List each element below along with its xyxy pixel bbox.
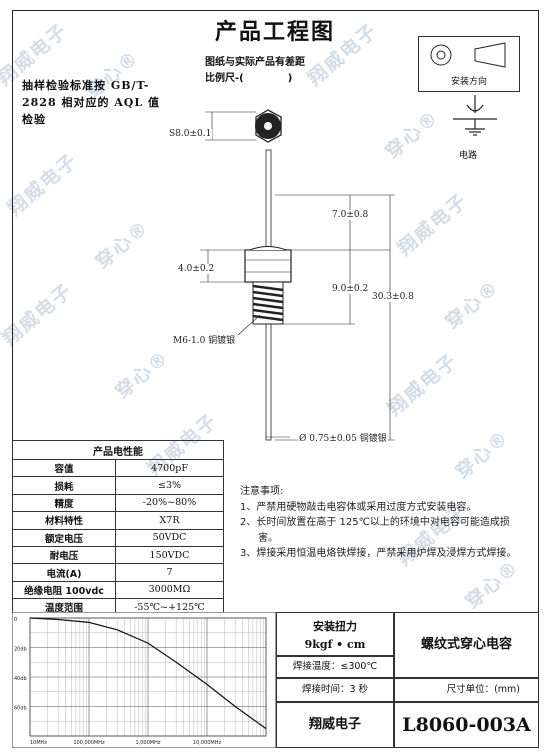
dim-hex: S8.0±0.1 bbox=[168, 129, 213, 139]
scale-close: ) bbox=[287, 73, 293, 84]
notes: 注意事项: 1、严禁用硬物敲击电容体或采用过度方式安装电容。 2、长时间放置在高… bbox=[240, 484, 525, 562]
torque-label: 安装扭力 bbox=[313, 620, 357, 633]
product-name: 螺纹式穿心电容 bbox=[394, 612, 539, 678]
table-row: 损耗≤3% bbox=[12, 476, 224, 495]
scale-label: 比例尺-( bbox=[205, 73, 244, 84]
company-name: 翔威电子 bbox=[276, 702, 394, 748]
torque-value: 9kgf • cm bbox=[304, 638, 366, 651]
dim-hex-height: 4.0±0.2 bbox=[177, 264, 216, 274]
scale-note: 比例尺-() bbox=[205, 69, 292, 84]
chart-y-tick-label: 40db bbox=[14, 676, 27, 682]
chart-y-tick-label: 0 bbox=[14, 617, 17, 623]
drawing-note: 图纸与实际产品有差距 bbox=[205, 57, 305, 68]
note-item: 2、长时间放置在高于 125℃以上的环境中对电容可能造成损害。 bbox=[240, 517, 510, 544]
feedthrough-capacitor-symbol-icon bbox=[453, 95, 497, 136]
sampling-standard: 抽样检验标准按 GB/T-2828 相对应的 AQL 值检验 bbox=[22, 79, 160, 126]
unit-label: 尺寸单位：(mm) bbox=[394, 678, 539, 702]
note-item: 1、严禁用硬物敲击电容体或采用过度方式安装电容。 bbox=[240, 501, 477, 513]
install-direction-box: 安装方向 bbox=[418, 36, 520, 92]
torque-box: 安装扭力 9kgf • cm bbox=[276, 612, 394, 656]
part-number: L8060-003A bbox=[394, 702, 539, 748]
note-item: 3、焊接采用恒温电烙铁焊接，严禁采用炉焊及浸焊方式焊接。 bbox=[240, 548, 517, 559]
page-title: 产品工程图 bbox=[214, 20, 335, 45]
table-row: 电流(A)7 bbox=[12, 563, 224, 582]
dim-height-top: 7.0±0.8 bbox=[331, 210, 370, 220]
chart-y-tick-label: 60db bbox=[14, 706, 27, 712]
chart-x-tick-label: 100,000MHz bbox=[73, 740, 105, 746]
chart-y-tick-label: 20db bbox=[14, 647, 27, 653]
dim-thread-length: 9.0±0.2 bbox=[331, 284, 370, 294]
install-direction-label: 安装方向 bbox=[450, 77, 487, 87]
dim-total-length: 30.3±0.8 bbox=[371, 292, 415, 302]
dim-thread: M6-1.0 铜镀银 bbox=[172, 333, 237, 346]
chart-x-tick-label: 10,000MHz bbox=[193, 740, 222, 746]
chart-x-tick-label: 1,000MHz bbox=[135, 740, 160, 746]
table-row: 精度-20%~80% bbox=[12, 493, 224, 513]
install-direction-icon bbox=[430, 42, 506, 68]
capacitor-drawing bbox=[200, 109, 395, 441]
chart-x-tick-label: 10MHz bbox=[30, 740, 47, 746]
circuit-label: 电路 bbox=[459, 151, 478, 161]
insertion-loss-chart: 0 20db 40db 60db 10MHz 100,000MHz 1,000MHz 10,0… bbox=[12, 612, 276, 748]
loss-curve bbox=[29, 617, 267, 730]
notes-heading: 注意事项: bbox=[240, 486, 284, 497]
solder-temperature: 焊接温度：≤300℃ bbox=[276, 656, 394, 678]
performance-header: 产品电性能 bbox=[12, 440, 224, 460]
dim-lead: Ø 0.75±0.05 铜镀银 bbox=[298, 431, 388, 444]
solder-time: 焊接时间：3 秒 bbox=[276, 678, 394, 702]
